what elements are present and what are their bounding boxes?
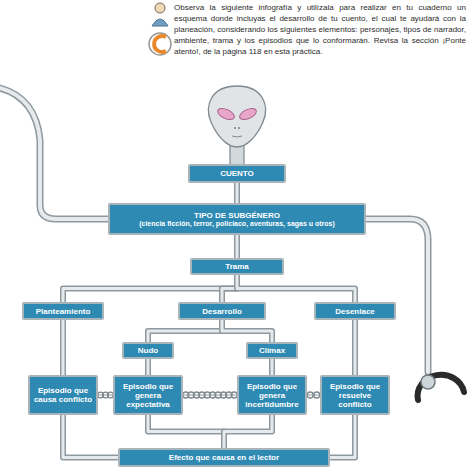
pipe-outline [224, 415, 272, 448]
arm-tube [364, 219, 428, 372]
pipe-outline [237, 275, 355, 302]
pipe-outline [148, 320, 222, 342]
pipe-outline [148, 415, 224, 448]
pipe-core [354, 320, 357, 375]
pipe-outline [60, 320, 66, 375]
stage-box: Desarrollo [178, 302, 266, 320]
pipe-connector [272, 359, 273, 375]
pipe-connector [224, 415, 272, 448]
pipe-core [271, 359, 274, 375]
pipe-core [63, 275, 237, 302]
pipe-connector [355, 320, 356, 375]
episode-box: Episodio que resuelve conflicto [320, 375, 390, 415]
pipe-connector [237, 183, 238, 203]
box-text: Nudo [138, 346, 158, 355]
pipe-core [224, 415, 272, 448]
pipe-outline [330, 415, 355, 458]
arm-tube [0, 88, 110, 219]
icon-body [152, 19, 168, 26]
box-text: Planteamiento [36, 307, 91, 316]
pipe-connector [330, 415, 355, 458]
pipe-outline [269, 359, 275, 375]
chain-line [98, 395, 113, 396]
box-text: CUENTO [220, 169, 254, 178]
pipe-core [222, 320, 272, 342]
pipe-core [236, 235, 239, 258]
pipe-core [148, 415, 224, 448]
chain-link [314, 392, 320, 398]
pipe-core [63, 415, 118, 458]
chain-link [307, 392, 313, 398]
pipe-core [147, 359, 150, 375]
pipe-core [62, 320, 65, 375]
pipe-outline [234, 183, 240, 203]
plot-box: Trama [190, 258, 284, 275]
stage-box: Planteamiento [22, 302, 104, 320]
box-text: Trama [225, 262, 249, 271]
alien-nostril [234, 127, 236, 129]
pipe-outline [222, 320, 272, 342]
box-text: TIPO DE SUBGÉNERO [194, 211, 280, 220]
pipe-core [237, 275, 355, 302]
pipe-core [330, 415, 355, 458]
box-text: Episodio que resuelve conflicto [325, 382, 385, 409]
alien-eye [238, 106, 258, 122]
icon-head [155, 3, 165, 13]
pipe-connector [63, 415, 118, 458]
pipe-connector [148, 320, 222, 342]
logo-mark [154, 36, 166, 52]
arm-tube [364, 219, 428, 372]
episode-box: Episodio que causa conflicto [28, 375, 98, 415]
episode-box: Episodio que genera expectativa [113, 375, 183, 415]
box-text: Episodio que genera expectativa [118, 382, 178, 409]
arm-tube [0, 88, 110, 219]
instruction-text: Observa la siguiente infografía y utilíz… [174, 2, 466, 57]
chain-connector [183, 392, 238, 398]
pipe-outline [352, 320, 358, 375]
box-text: Episodio que genera incertidumbre [242, 382, 302, 409]
alien-eye [216, 106, 236, 122]
pipe-connector [148, 359, 149, 375]
box-text: Desarrollo [202, 307, 242, 316]
chain-connector [98, 392, 114, 398]
pipe-outline [63, 415, 118, 458]
box-text: Desenlace [335, 307, 375, 316]
episode-box: Episodio que genera incertidumbre [237, 375, 307, 415]
box-text: Clímax [259, 346, 285, 355]
pipe-connector [63, 320, 64, 375]
story-box: CUENTO [188, 164, 286, 183]
claw [418, 375, 464, 400]
stage-box: Desenlace [314, 302, 396, 320]
pipe-connector [237, 275, 355, 302]
pipe-connector [63, 275, 237, 302]
alien-nostril [238, 127, 240, 129]
subgenre-box: TIPO DE SUBGÉNERO(ciencia ficción, terro… [108, 203, 366, 235]
pipe-outline [63, 275, 237, 302]
pipe-connector [148, 415, 224, 448]
pipe-outline [145, 359, 151, 375]
alien-head [208, 86, 265, 147]
pipe-core [148, 320, 222, 342]
chain-connector [307, 392, 320, 398]
box-text: Efecto que causa en el lector [169, 453, 279, 462]
stage-box: Nudo [122, 342, 174, 359]
pipe-outline [234, 235, 240, 258]
alien-mouth [232, 136, 242, 137]
box-text: Episodio que causa conflicto [33, 386, 93, 404]
pipe-connector [222, 320, 272, 342]
effect-box: Efecto que causa en el lector [118, 448, 330, 467]
box-subtext: (ciencia ficción, terror, policiaco, ave… [139, 220, 335, 228]
stage-box: Clímax [246, 342, 298, 359]
claw-joint [421, 375, 435, 389]
logo-ring [149, 33, 171, 55]
pipe-connector [237, 235, 238, 258]
pipe-core [236, 183, 239, 203]
